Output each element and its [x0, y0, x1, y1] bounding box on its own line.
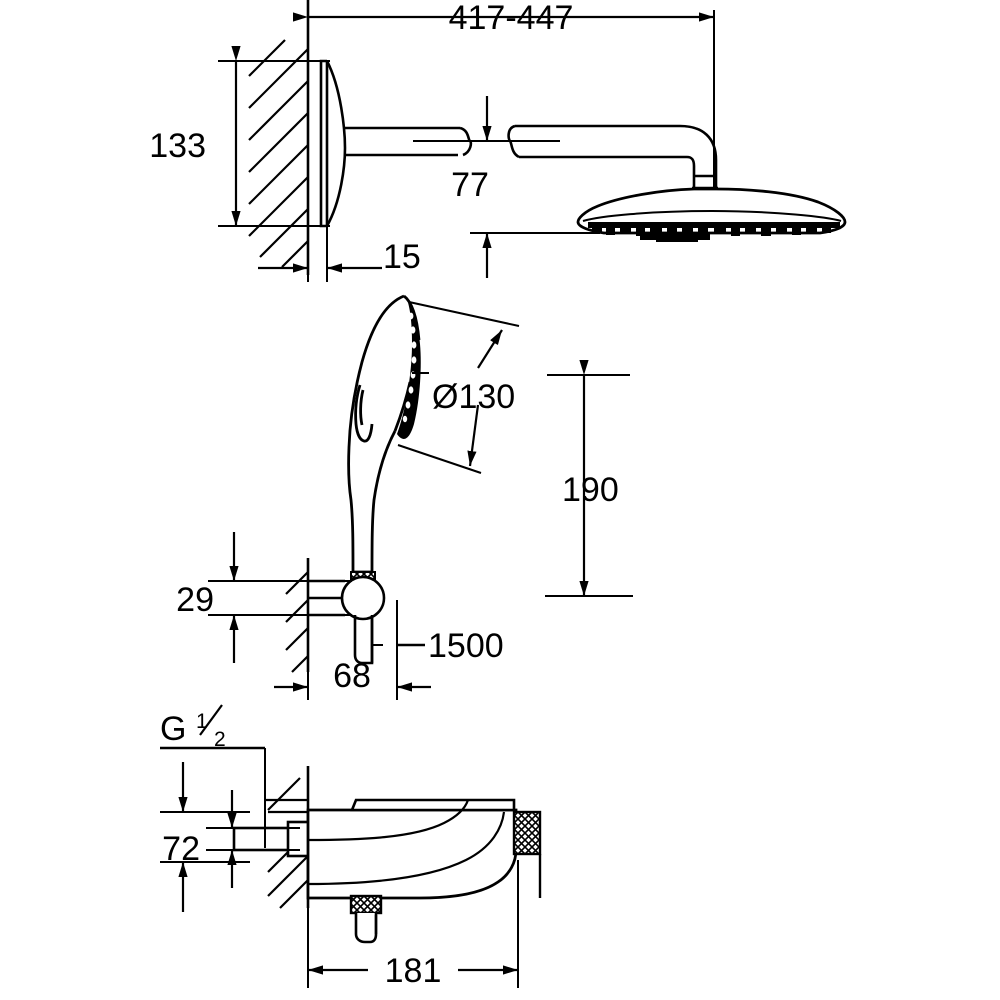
- thread-label-denominator: 2: [214, 728, 226, 751]
- dimension-diameter-130: Ø130: [397, 301, 520, 474]
- mixer-view: G 1 2 72 181: [160, 704, 542, 990]
- hand-shower-spray-face: [397, 297, 421, 439]
- wall-flange: [319, 59, 347, 228]
- spray-face-nozzles: [588, 222, 840, 242]
- dimension-417-447: 417-447: [293, 0, 715, 190]
- dimension-g-half: G 1 2: [160, 704, 266, 912]
- dimension-133: 133: [149, 46, 330, 227]
- mixer-body: [306, 798, 542, 900]
- dimension-label-1500: 1500: [428, 627, 504, 665]
- dimension-68: 68: [274, 600, 431, 700]
- dimension-29: 29: [176, 532, 352, 663]
- dimension-label-190: 190: [562, 471, 619, 509]
- dimension-77: 77: [413, 96, 600, 278]
- dimension-label-77: 77: [451, 166, 489, 204]
- dimension-label-72: 72: [162, 830, 200, 868]
- wall-hatching: [248, 39, 309, 268]
- dimension-label-68: 68: [333, 657, 371, 695]
- dimension-label-417-447: 417-447: [449, 0, 574, 37]
- hose-stub: [353, 615, 374, 665]
- hand-shower-view: Ø130 190 29 1500 68: [176, 294, 633, 700]
- shower-arm: [345, 124, 718, 190]
- wall-hatching-hand: [285, 571, 309, 673]
- dimension-label-181: 181: [385, 952, 442, 990]
- dimension-label-133: 133: [149, 127, 206, 165]
- wall-holder: [308, 575, 386, 621]
- head-shower: [576, 187, 847, 242]
- dimension-label-d130: Ø130: [432, 378, 515, 416]
- dimension-1500: 1500: [372, 627, 504, 665]
- head-shower-view: 417-447 133 77 15: [149, 0, 847, 282]
- dimension-label-15: 15: [383, 238, 421, 276]
- dimension-15: 15: [258, 150, 421, 282]
- dimension-72: 72: [162, 790, 300, 888]
- outlet-stub: [349, 894, 383, 944]
- thread-label-numerator: 1: [196, 710, 208, 733]
- wall-head-view: [248, 0, 310, 275]
- dimension-190: 190: [545, 360, 633, 597]
- dimension-181: 181: [307, 860, 519, 990]
- dimension-label-29: 29: [176, 581, 214, 619]
- thread-label-g: G: [160, 710, 186, 748]
